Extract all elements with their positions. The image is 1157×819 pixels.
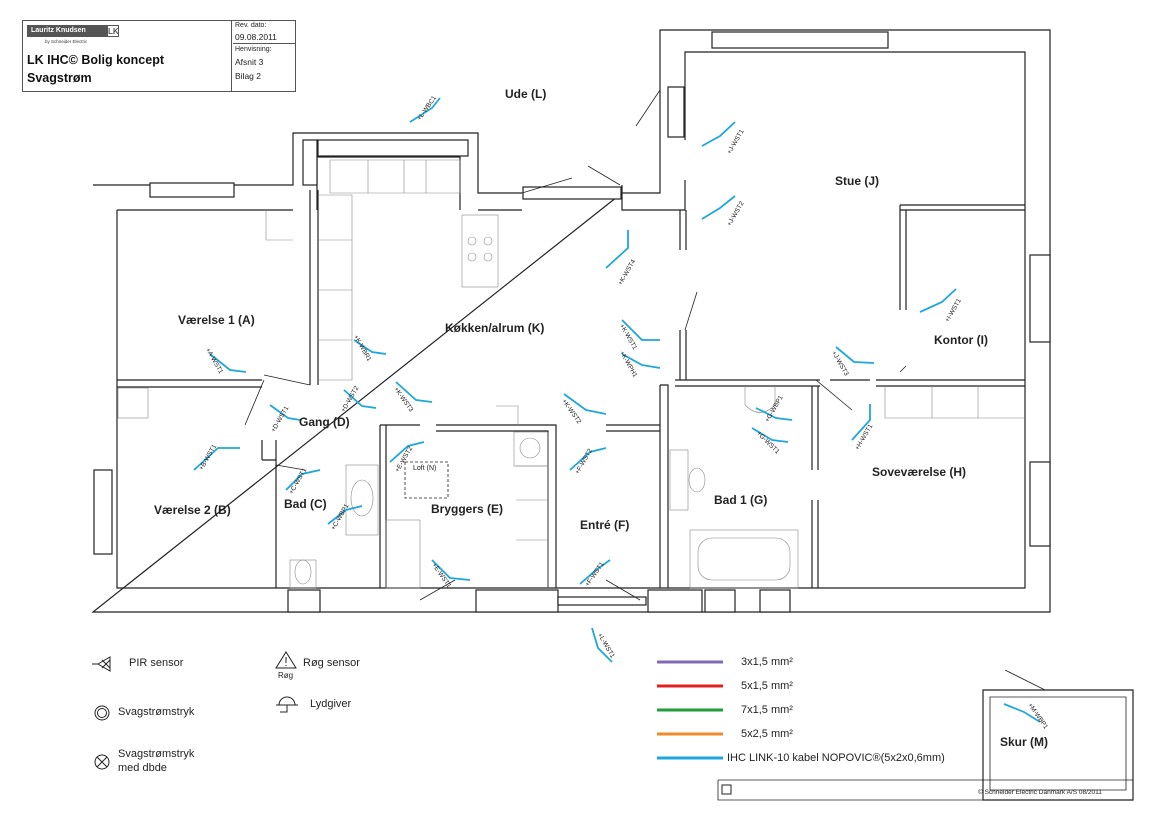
ref-2: Bilag 2 — [235, 71, 261, 81]
company-subtitle: by Schneider Electric — [45, 39, 88, 44]
company-name: Lauritz Knudsen — [31, 27, 86, 34]
cable-jwst3 — [835, 346, 875, 364]
window — [711, 31, 889, 49]
cable-kwst3 — [395, 381, 433, 403]
room-kontor: Kontor (I) — [934, 333, 988, 347]
cable-awst1 — [209, 353, 247, 373]
drawing-subtitle: Svagstrøm — [27, 71, 92, 85]
window — [149, 182, 235, 198]
legend-svag-tryk-diode-2: med dbde — [118, 762, 167, 774]
window — [759, 589, 791, 613]
cable-kwst4 — [605, 230, 629, 269]
window — [647, 589, 703, 613]
cable-legend-lines — [657, 660, 723, 760]
room-loft: Loft (N) — [413, 465, 437, 472]
small-square-icon — [721, 784, 732, 795]
window — [704, 589, 736, 613]
push-button-icon — [94, 705, 110, 721]
cable-legend-label: 3x1,5 mm² — [741, 656, 793, 668]
cable-cwst1 — [285, 469, 321, 491]
legend-smoke: Røg sensor — [303, 657, 360, 669]
room-kokken: Køkken/alrum (K) — [445, 321, 545, 335]
cable-legend-label: 5x1,5 mm² — [741, 680, 793, 692]
loft-hatch — [404, 461, 449, 499]
window — [667, 86, 685, 138]
rev-date: 09.08.2011 — [235, 32, 277, 42]
room-gang: Gang (D) — [299, 415, 350, 429]
drawing-title: LK IHC© Bolig koncept — [27, 53, 164, 67]
cable-fwst2 — [569, 447, 607, 471]
cable-lwst1 — [591, 627, 613, 663]
cable-kwst1 — [621, 319, 660, 341]
cable-legend-label: 5x2,5 mm² — [741, 728, 793, 740]
window — [1029, 254, 1051, 343]
smoke-sensor-icon — [275, 651, 297, 669]
sounder-icon — [276, 696, 298, 713]
cable-cwbp1 — [327, 505, 363, 525]
legend-smoke-sub: Røg — [278, 671, 294, 680]
cable-wbc1 — [409, 97, 441, 123]
room-sovevaerelse: Soveværelse (H) — [872, 465, 967, 479]
cable-gwst1 — [751, 427, 789, 443]
cable-bwst1 — [193, 447, 240, 471]
room-bad1: Bad 1 (G) — [714, 493, 768, 507]
cable-jwst1 — [701, 121, 736, 147]
cable-ewst2 — [389, 441, 425, 463]
legend-svag-tryk-diode-1: Svagstrømstryk — [118, 748, 195, 760]
pir-sensor-icon — [92, 656, 111, 672]
fixtures — [117, 159, 1025, 589]
cable-gwbp1 — [755, 407, 793, 421]
legend-pir: PIR sensor — [129, 657, 184, 669]
company-logo-k: LK — [107, 25, 119, 37]
company-logo: Lauritz Knudsen LK — [27, 25, 119, 37]
rev-label: Rev. dato: — [235, 22, 267, 29]
cable-mwbp1 — [1003, 703, 1041, 723]
cable-kwbr1 — [353, 339, 387, 355]
cable-kwph1 — [621, 353, 661, 369]
ref-label: Henvisning: — [235, 46, 272, 53]
window — [302, 139, 318, 186]
walls — [91, 29, 1134, 801]
title-block-left: Lauritz Knudsen LK by Schneider Electric… — [23, 21, 232, 91]
room-entre: Entré (F) — [580, 518, 630, 532]
legend-symbols — [92, 651, 732, 795]
cable-dwst1 — [269, 404, 301, 421]
window — [522, 186, 622, 200]
cable-hwst1 — [851, 404, 871, 441]
cable-iwst1 — [919, 288, 957, 313]
room-bryggers: Bryggers (E) — [431, 502, 504, 516]
window — [475, 589, 559, 613]
cable-kwst2 — [563, 393, 607, 415]
legend-sounder: Lydgiver — [310, 698, 352, 710]
window — [557, 596, 647, 606]
cable-legend-label: 7x1,5 mm² — [741, 704, 793, 716]
cables — [193, 97, 1041, 723]
room-vaerelse1: Værelse 1 (A) — [178, 313, 255, 327]
cable-dwst2 — [343, 389, 377, 409]
room-ude: Ude (L) — [505, 87, 547, 101]
window — [287, 589, 321, 613]
window — [317, 139, 469, 157]
window — [93, 469, 113, 555]
room-bad-c: Bad (C) — [284, 497, 327, 511]
cable-fwst1 — [579, 559, 611, 585]
room-vaerelse2: Værelse 2 (B) — [154, 503, 231, 517]
cable-jwst2 — [701, 195, 736, 220]
push-button-diode-icon — [94, 754, 110, 770]
ref-1: Afsnit 3 — [235, 57, 264, 67]
room-skur: Skur (M) — [1000, 735, 1048, 749]
legend-svag-tryk: Svagstrømstryk — [118, 706, 195, 718]
window — [1029, 461, 1051, 547]
copyright: © Schneider Electric Danmark A/S 08/2011 — [978, 789, 1102, 796]
room-stue: Stue (J) — [835, 174, 880, 188]
cable-ewst1 — [431, 559, 471, 581]
title-block: Lauritz Knudsen LK by Schneider Electric… — [22, 20, 296, 92]
cable-legend-label: IHC LINK-10 kabel NOPOVIC®(5x2x0,6mm) — [727, 752, 945, 764]
title-block-right: Rev. dato: 09.08.2011 Henvisning: Afsnit… — [233, 21, 295, 91]
